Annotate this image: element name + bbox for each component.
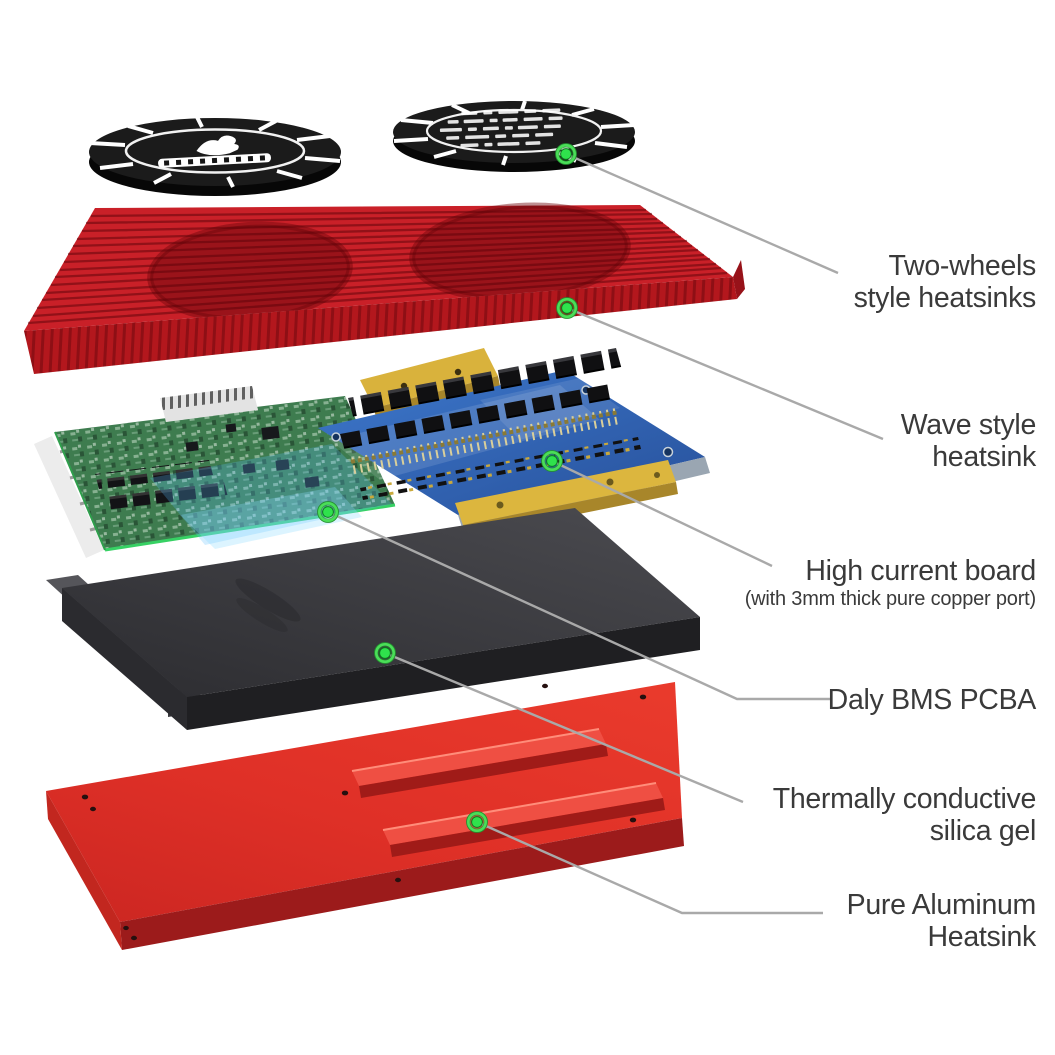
high-current-board: [318, 348, 710, 537]
label-line: Wave style: [900, 409, 1037, 441]
label-line: style heatsinks: [853, 282, 1037, 314]
leader-lines: [327, 152, 884, 915]
label-high-current-board: High current board (with 3mm thick pure …: [744, 555, 1037, 611]
aluminum-heatsink-plate: [46, 682, 684, 950]
callout-marker-two-wheels: [554, 142, 578, 166]
label-line: Pure Aluminum: [846, 889, 1037, 921]
mosfet-legs-row: [350, 408, 620, 474]
brand-logo-icon: [158, 135, 271, 168]
wheel-disc-left: [89, 116, 341, 196]
label-line: Two-wheels: [888, 250, 1037, 282]
heatsink-fin-lines: [27, 208, 728, 325]
wave-style-heatsink: [24, 202, 745, 374]
pcb-mosfet-row: [107, 482, 228, 512]
label-pure-aluminum-heatsink: Pure Aluminum Heatsink: [846, 889, 1037, 953]
label-wave-style-heatsink: Wave style heatsink: [900, 409, 1037, 473]
disc-rim-notches: [89, 116, 341, 188]
callout-marker-wave-heatsink: [555, 296, 579, 320]
balance-connector-strip: [34, 436, 104, 558]
mosfet-row-front: [340, 384, 617, 458]
label-subline: (with 3mm thick pure copper port): [744, 588, 1036, 610]
label-line: heatsink: [932, 441, 1036, 473]
callout-marker-aluminum-plate: [465, 810, 489, 834]
callout-marker-bms-pcba: [316, 500, 340, 524]
plate-screw-holes: [81, 683, 647, 941]
wheel-disc-right: [393, 100, 635, 172]
pcb-mosfet-row: [95, 460, 213, 489]
label-line: High current board: [805, 555, 1036, 587]
callout-marker-silica-gel: [373, 641, 397, 665]
label-line: Daly BMS PCBA: [827, 684, 1037, 716]
smd-chip-row: [360, 437, 641, 500]
disc-spec-text-lines: [439, 108, 563, 148]
pcb-header-connector: [160, 386, 258, 422]
mounting-rib: [351, 728, 608, 798]
mounting-rib: [382, 782, 665, 857]
label-daly-bms-pcba: Daly BMS PCBA: [827, 684, 1037, 716]
daly-bms-pcba-board: [34, 386, 396, 558]
label-two-wheels-style-heatsinks: Two-wheels style heatsinks: [853, 250, 1037, 314]
label-line: Heatsink: [927, 921, 1037, 953]
label-line: silica gel: [929, 815, 1037, 847]
mosfet-row-back: [348, 348, 622, 420]
label-line: Thermally conductive: [772, 783, 1037, 815]
pcb-ic-chips: [185, 423, 320, 488]
silica-gel-pad: [46, 508, 700, 730]
callout-marker-high-current-board: [540, 449, 564, 473]
label-thermally-conductive-silica-gel: Thermally conductive silica gel: [772, 783, 1037, 847]
